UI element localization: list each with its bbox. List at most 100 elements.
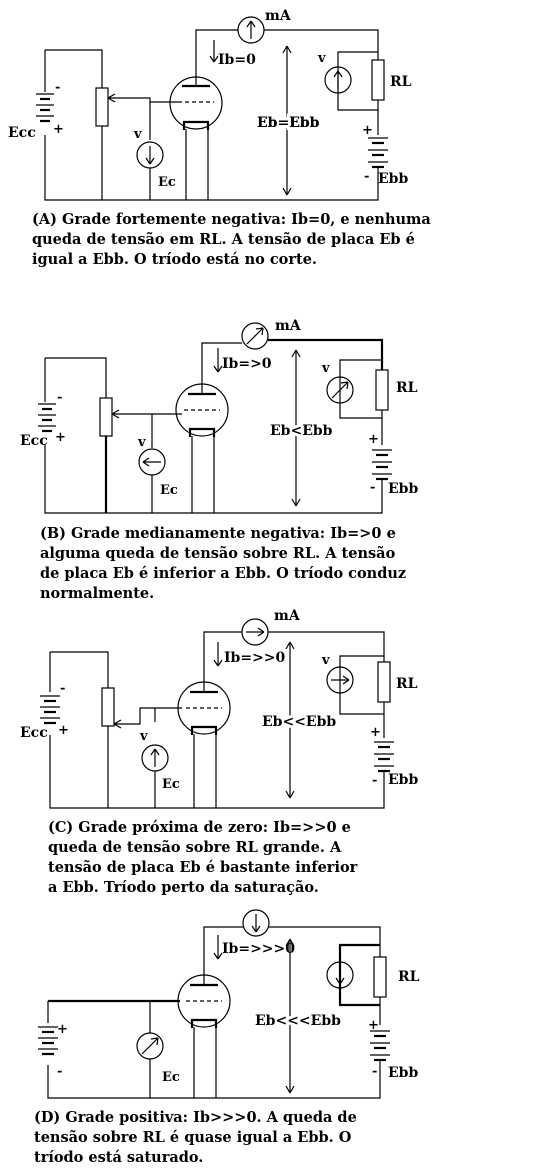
wire <box>264 29 379 60</box>
ebb-minus-sign: - <box>372 1064 377 1079</box>
wiper-arrow <box>107 93 151 140</box>
rl-voltmeter <box>326 376 354 404</box>
up-arrow-icon <box>246 20 256 39</box>
diagonal-arrow-icon <box>141 1037 159 1055</box>
ebb-battery <box>368 137 388 169</box>
wire <box>193 1027 217 1098</box>
circuit-a: - + Ecc v Ec mA Ib=0 Eb=Ebb <box>8 8 412 201</box>
eb-label: Eb<<Ebb <box>262 714 336 730</box>
ib-label: Ib=>>0 <box>224 650 286 666</box>
load-resistor <box>377 661 391 703</box>
ecc-plus-sign: + <box>57 1022 68 1037</box>
caption-b: (B) Grade medianamente negativa: Ib=>0 e… <box>40 525 407 602</box>
wire <box>203 926 243 975</box>
wiper-arrow <box>113 707 156 729</box>
ecc-minus-sign: - <box>57 390 62 405</box>
down-arrow-icon <box>251 914 261 933</box>
triode-tube <box>177 681 231 735</box>
rl-voltmeter-label: v <box>317 51 326 66</box>
ecc-minus-sign: - <box>55 80 60 95</box>
wire <box>47 1001 381 1099</box>
caption-d: (D) Grade positiva: Ib>>>0. A queda de t… <box>34 1109 357 1166</box>
ebb-minus-sign: - <box>370 480 375 495</box>
circuit-d: + - Ec Ib=>>>0 Eb<<<Ebb RL <box>38 909 420 1099</box>
wire <box>201 342 242 384</box>
ebb-label: Ebb <box>388 1065 418 1081</box>
potentiometer <box>99 397 113 437</box>
wire <box>185 129 209 200</box>
diagonal-arrow-icon <box>331 381 349 399</box>
ecc-label: Ecc <box>20 433 48 449</box>
caption-a: (A) Grade fortemente negativa: Ib=0, e n… <box>32 211 431 268</box>
ib-label: Ib=0 <box>218 52 256 68</box>
ecc-plus-sign: + <box>53 122 64 137</box>
rl-voltmeter <box>326 961 354 989</box>
wire <box>45 49 103 88</box>
wire <box>269 926 381 957</box>
ebb-plus-sign: + <box>368 432 379 447</box>
ebb-label: Ebb <box>388 772 418 788</box>
eb-span-arrow <box>285 641 295 799</box>
load-resistor <box>373 956 387 998</box>
panel-a: - + Ecc v Ec mA Ib=0 Eb=Ebb <box>0 0 538 290</box>
ebb-battery <box>374 741 394 773</box>
ecc-battery <box>40 695 60 725</box>
rl-voltmeter <box>326 666 354 694</box>
ecc-minus-sign: - <box>57 1064 62 1079</box>
load-resistor <box>375 369 389 411</box>
wire <box>268 631 385 662</box>
wire <box>339 359 382 419</box>
eb-label: Eb<<<Ebb <box>255 1013 341 1029</box>
ecc-label: Ecc <box>20 725 48 741</box>
ec-label: Ec <box>158 175 176 190</box>
rl-voltmeter-label: v <box>321 361 330 376</box>
ib-label: Ib=>>>0 <box>222 941 295 957</box>
wiper-arrow <box>111 409 153 448</box>
ma-label: mA <box>265 8 292 24</box>
ib-arrow <box>213 642 223 667</box>
ma-label: mA <box>275 318 302 334</box>
milliammeter <box>241 322 269 350</box>
eb-label: Eb<Ebb <box>270 423 333 439</box>
up-arrow-icon <box>150 748 160 767</box>
ecc-plus-sign: + <box>58 723 69 738</box>
ebb-minus-sign: - <box>364 169 369 184</box>
down-arrow-icon <box>335 966 345 985</box>
wire <box>45 357 107 398</box>
rl-label: RL <box>390 74 412 90</box>
circuit-b: - + Ecc v Ec mA Ib=>0 Eb<Ebb RL <box>20 318 418 514</box>
wire <box>203 631 242 682</box>
ebb-plus-sign: + <box>370 725 381 740</box>
grid-voltmeter-label: v <box>133 127 142 142</box>
wire <box>49 652 385 809</box>
rl-label: RL <box>398 969 420 985</box>
ebb-battery <box>372 449 392 481</box>
ebb-plus-sign: + <box>368 1018 379 1033</box>
ebb-label: Ebb <box>378 171 408 187</box>
panel-c: - + Ecc v Ec mA Ib=>>0 Eb<<Ebb RL <box>0 600 538 900</box>
left-arrow-icon <box>142 457 161 467</box>
load-resistor <box>371 59 385 101</box>
ib-arrow <box>213 348 223 373</box>
triode-tube <box>175 383 229 437</box>
eb-label: Eb=Ebb <box>257 115 320 131</box>
ebb-label: Ebb <box>388 481 418 497</box>
milliammeter <box>242 909 270 937</box>
rl-voltmeter <box>324 66 352 94</box>
wire <box>191 436 215 513</box>
rl-voltmeter-label: v <box>321 653 330 668</box>
ecc-plus-sign: + <box>55 430 66 445</box>
wire <box>195 29 238 77</box>
rl-label: RL <box>396 676 418 692</box>
ib-label: Ib=>0 <box>222 356 272 372</box>
wire <box>44 50 379 201</box>
ec-label: Ec <box>162 1070 180 1085</box>
ecc-battery <box>38 403 56 433</box>
panel-d: + - Ec Ib=>>>0 Eb<<<Ebb RL <box>0 905 538 1172</box>
grid-voltmeter-label: v <box>137 435 146 450</box>
triode-tube <box>169 76 223 130</box>
ebb-plus-sign: + <box>362 123 373 138</box>
potentiometer <box>95 87 109 127</box>
eb-span-arrow <box>285 938 295 1094</box>
caption-c: (C) Grade próxima de zero: Ib=>>0 e qued… <box>48 819 358 896</box>
